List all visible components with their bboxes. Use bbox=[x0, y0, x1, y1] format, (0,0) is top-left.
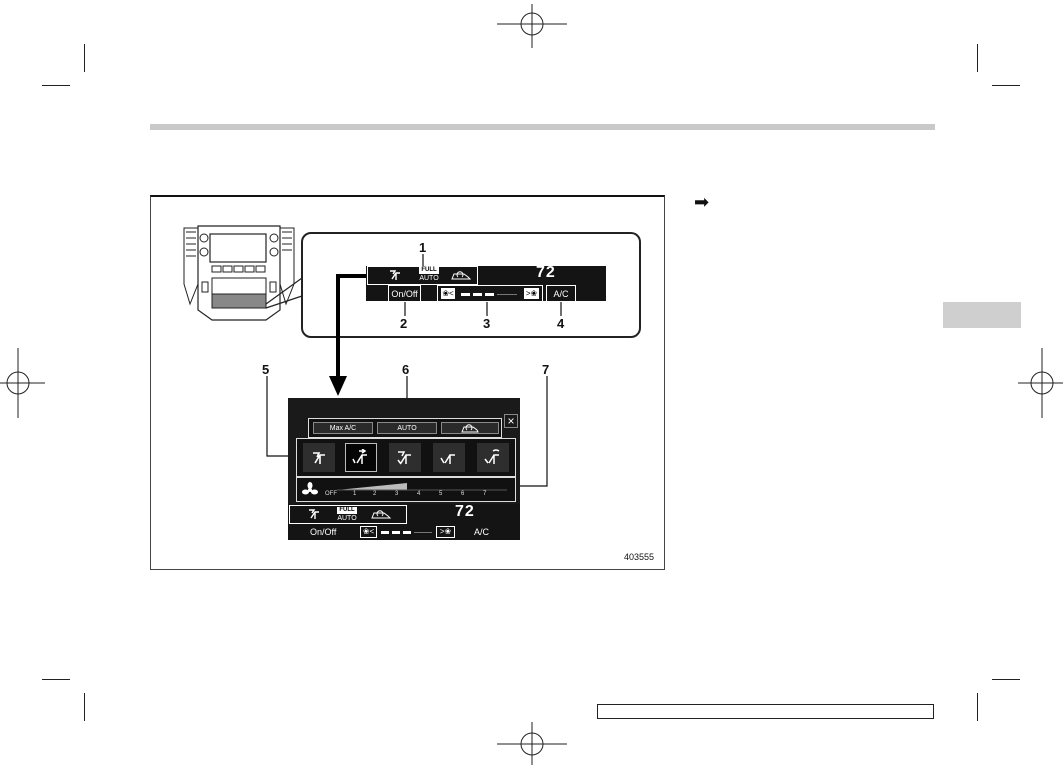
fan-level-6[interactable]: 6 bbox=[461, 491, 465, 497]
panel-ac-button[interactable]: A/C bbox=[474, 527, 490, 537]
recirculation-icon bbox=[461, 423, 479, 432]
fan-level-bar bbox=[473, 293, 482, 296]
fan-level-7[interactable]: 7 bbox=[483, 491, 487, 497]
panel-control-strip bbox=[288, 504, 520, 540]
panel-full-label: FULL bbox=[337, 507, 357, 514]
panel-auto-label: AUTO bbox=[337, 515, 357, 522]
registration-mark-right bbox=[1018, 348, 1063, 418]
fan-level-bar bbox=[392, 531, 400, 534]
header-rule bbox=[150, 124, 935, 130]
section-tab bbox=[943, 302, 1021, 328]
panel-temp: 72 bbox=[455, 503, 475, 520]
callout-2: 2 bbox=[400, 316, 408, 331]
crop-mark bbox=[977, 44, 978, 72]
fan-level-bar bbox=[461, 293, 470, 296]
figure-id: 403555 bbox=[624, 552, 655, 562]
fan-icon bbox=[302, 482, 318, 495]
crop-mark bbox=[992, 679, 1020, 680]
footer-box bbox=[597, 704, 934, 719]
fan-low-icon[interactable]: ❀< bbox=[441, 288, 455, 299]
callout-5: 5 bbox=[262, 362, 270, 377]
fan-level-off[interactable]: OFF bbox=[325, 491, 337, 497]
page-arrow-icon: ➡ bbox=[694, 192, 710, 212]
zoom-lines bbox=[265, 277, 303, 309]
fan-level-bar bbox=[485, 293, 494, 296]
auto-button[interactable]: AUTO bbox=[377, 422, 437, 434]
close-icon[interactable]: × bbox=[504, 414, 518, 428]
fan-high-icon[interactable]: >❀ bbox=[436, 526, 455, 538]
crop-mark bbox=[84, 693, 85, 721]
vent-face-button[interactable] bbox=[303, 443, 335, 472]
fan-low-icon[interactable]: ❀< bbox=[360, 526, 377, 538]
vent-face-feet-icon bbox=[352, 448, 367, 464]
pointer-arrow bbox=[329, 274, 366, 396]
vent-face-icon bbox=[309, 509, 319, 519]
registration-mark-left bbox=[0, 348, 45, 418]
fan-level-bar bbox=[381, 531, 389, 534]
registration-mark-top bbox=[497, 4, 567, 48]
callout-1: 1 bbox=[419, 240, 427, 255]
mode-row: Max A/C AUTO bbox=[308, 418, 502, 438]
vent-feet-button[interactable] bbox=[389, 443, 421, 472]
vent-face-icon bbox=[390, 270, 400, 280]
panel-mode-box bbox=[289, 505, 407, 524]
inset-temp: 72 bbox=[536, 264, 556, 281]
callout-3: 3 bbox=[483, 316, 491, 331]
inset-ac-button[interactable]: A/C bbox=[546, 285, 576, 302]
fan-level-3[interactable]: 3 bbox=[395, 491, 399, 497]
callout-leaders bbox=[266, 254, 562, 487]
vent-floor-button[interactable] bbox=[433, 443, 465, 472]
inset-fan-box bbox=[437, 285, 543, 302]
vent-floor-icon bbox=[440, 453, 455, 464]
vent-face-icon bbox=[313, 451, 325, 464]
vent-defrost-feet-button[interactable] bbox=[477, 443, 509, 472]
inset-mode-box bbox=[367, 266, 478, 285]
callout-4: 4 bbox=[557, 316, 565, 331]
fan-speed-row: OFF 1 2 3 4 5 6 7 bbox=[296, 477, 516, 502]
crop-mark bbox=[84, 44, 85, 72]
fan-speed-wedge bbox=[337, 483, 507, 491]
callout-6: 6 bbox=[402, 362, 410, 377]
vent-face-feet-button[interactable] bbox=[345, 443, 377, 472]
fan-level-4[interactable]: 4 bbox=[417, 491, 421, 497]
fan-level-2[interactable]: 2 bbox=[373, 491, 377, 497]
fan-level-1[interactable]: 1 bbox=[353, 491, 357, 497]
crop-mark bbox=[977, 693, 978, 721]
fan-level-bar-empty bbox=[497, 294, 517, 295]
inset-auto-label: AUTO bbox=[419, 275, 439, 282]
crop-mark bbox=[992, 85, 1020, 86]
fan-level-bar-empty bbox=[414, 532, 432, 533]
vent-defrost-feet-icon bbox=[484, 448, 500, 464]
panel-onoff-button[interactable]: On/Off bbox=[310, 527, 337, 537]
inset-full-label: FULL bbox=[419, 267, 439, 274]
crop-mark bbox=[42, 679, 70, 680]
fan-high-icon[interactable]: >❀ bbox=[524, 288, 539, 299]
recirculation-button[interactable] bbox=[441, 422, 499, 434]
fan-level-5[interactable]: 5 bbox=[439, 491, 443, 497]
callout-7: 7 bbox=[542, 362, 550, 377]
crop-mark bbox=[42, 85, 70, 86]
vent-mode-row bbox=[296, 438, 516, 477]
max-ac-button[interactable]: Max A/C bbox=[313, 422, 373, 434]
recirculation-icon bbox=[451, 271, 472, 280]
recirculation-icon bbox=[371, 510, 392, 519]
vent-feet-icon bbox=[397, 450, 411, 464]
fan-level-bar bbox=[403, 531, 411, 534]
inset-onoff-button[interactable]: On/Off bbox=[388, 285, 421, 302]
console-illustration bbox=[183, 225, 295, 321]
registration-mark-bottom bbox=[497, 722, 567, 765]
